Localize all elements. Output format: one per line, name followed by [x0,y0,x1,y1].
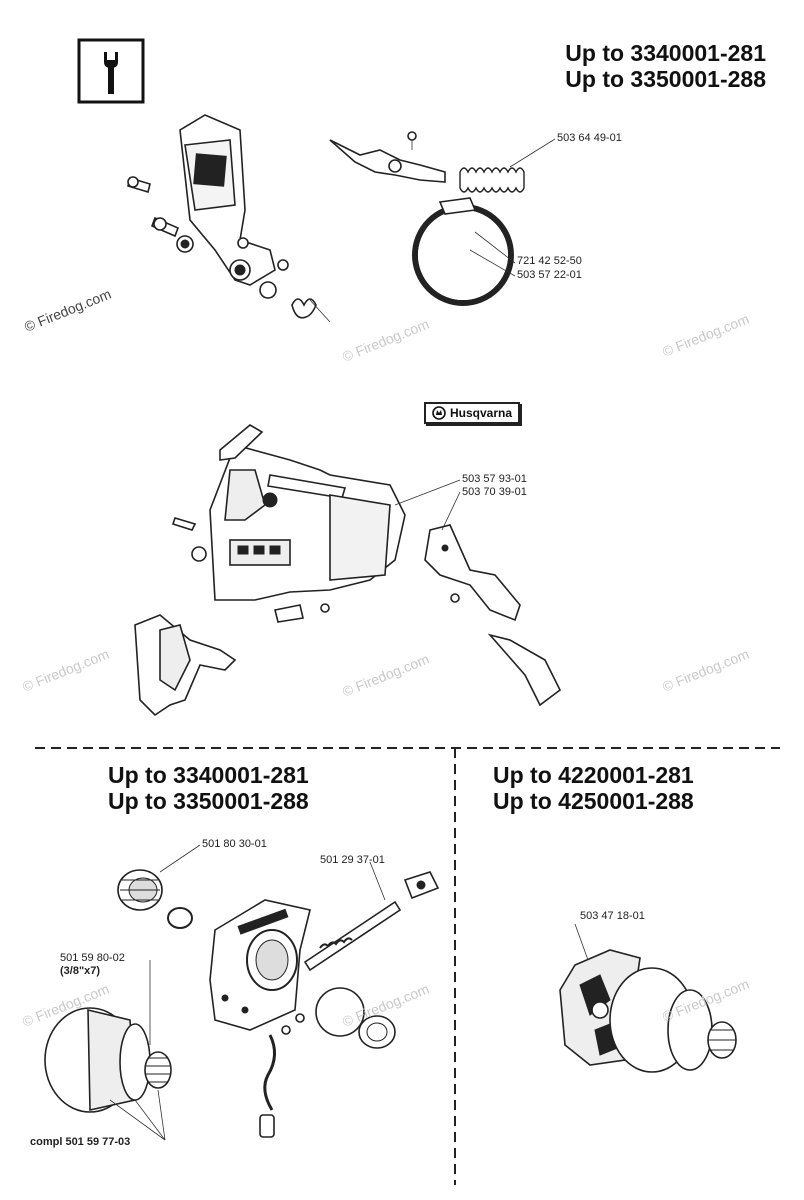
leader-lines-middle [394,479,461,531]
right-header-line1: Up to 4220001-281 [493,762,694,788]
brake-band [412,197,514,306]
clutch-drum-small [117,844,201,929]
clutch-drum-large [44,1007,172,1113]
top-header-line1: Up to 3340001-281 [565,40,766,66]
husqvarna-logo: Husqvarna [424,402,521,424]
compl-part-number: compl 501 59 77-03 [30,1136,131,1148]
part-number: 503 64 49-01 [557,132,622,144]
wrench-icon [77,38,145,104]
part-number: 503 57 93-01 [462,473,527,485]
leader-lines-bottom-left [109,960,166,1141]
seals-and-oring [281,987,396,1049]
part-number: 501 80 30-01 [202,838,267,850]
screws-top-left [127,176,289,299]
brake-lever [329,131,446,183]
logo-text: Husqvarna [450,406,513,420]
left-header-line2: Up to 3350001-288 [108,788,309,814]
chain-brake-handle [179,114,276,286]
pump-housing [209,899,311,1031]
bumper-spike [134,614,237,717]
part-number: 503 47 18-01 [580,910,645,922]
part-number: 501 29 37-01 [320,854,385,866]
side-plate-right [424,524,562,707]
brake-spring [459,167,525,193]
section-divider [35,747,780,1185]
part-number: 501 59 80-02 [60,952,125,964]
leader-lines-top [469,138,556,277]
part-number: 503 57 22-01 [517,269,582,281]
husqvarna-crown-icon [432,406,446,420]
spring-top-left [291,298,331,323]
right-header-line2: Up to 4250001-288 [493,788,694,814]
part-number: 503 70 39-01 [462,486,527,498]
part-size-note: (3/8"x7) [60,965,101,977]
centrifugal-clutch [559,923,737,1073]
oil-hose [259,1034,276,1138]
top-header-line2: Up to 3350001-288 [565,66,766,92]
cover-small-parts [171,424,460,623]
pump-shaft-and-spring [303,861,440,972]
left-header-line1: Up to 3340001-281 [108,762,309,788]
part-number: 721 42 52-50 [517,255,582,267]
chain-cover [209,444,406,601]
